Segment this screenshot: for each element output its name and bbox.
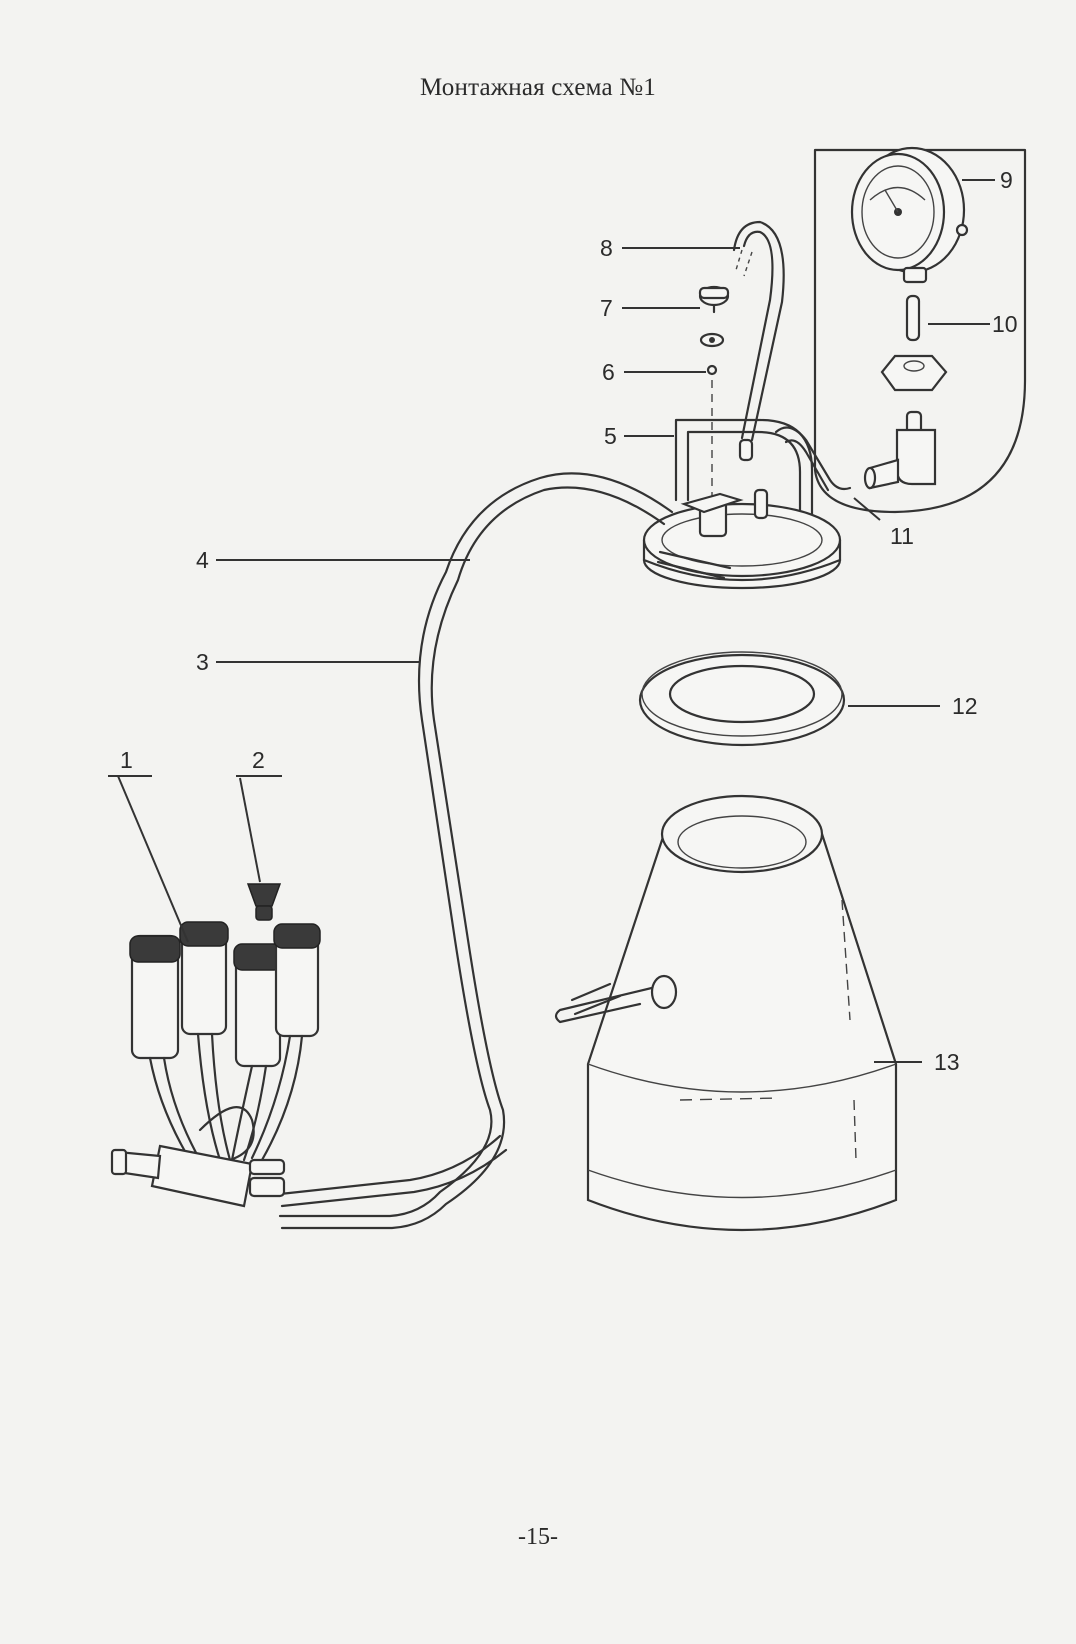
lid-handle bbox=[674, 418, 852, 562]
callout-2: 2 bbox=[252, 747, 265, 773]
gauge-inset-panel bbox=[813, 148, 1027, 514]
callout-5: 5 bbox=[604, 423, 617, 449]
callout-12: 12 bbox=[952, 693, 978, 719]
callout-8: 8 bbox=[600, 235, 613, 261]
long-milk-hose bbox=[278, 472, 674, 1230]
callout-13: 13 bbox=[934, 1049, 960, 1075]
milk-pail bbox=[554, 794, 898, 1232]
callout-11: 11 bbox=[890, 523, 914, 549]
callout-3: 3 bbox=[196, 649, 209, 675]
callout-1: 1 bbox=[120, 747, 133, 773]
milking-cluster bbox=[110, 883, 321, 1208]
callout-9: 9 bbox=[1000, 167, 1013, 193]
callout-4: 4 bbox=[196, 547, 209, 573]
gauge-nut bbox=[880, 354, 948, 392]
lid-gasket bbox=[638, 651, 846, 747]
angle-fitting bbox=[863, 410, 937, 490]
gauge-tube bbox=[905, 294, 921, 342]
leader-lines bbox=[108, 179, 995, 1063]
vacuum-hose bbox=[732, 220, 785, 442]
vacuum-gauge bbox=[850, 146, 969, 284]
callout-6: 6 bbox=[602, 359, 615, 385]
milk-pail-lid bbox=[642, 438, 842, 590]
page-number: -15- bbox=[518, 1524, 558, 1550]
callout-7: 7 bbox=[600, 295, 613, 321]
callout-10: 10 bbox=[992, 311, 1018, 337]
valve-ball bbox=[706, 364, 718, 500]
valve-cap bbox=[698, 285, 730, 348]
page-title: Монтажная схема №1 bbox=[420, 74, 656, 101]
